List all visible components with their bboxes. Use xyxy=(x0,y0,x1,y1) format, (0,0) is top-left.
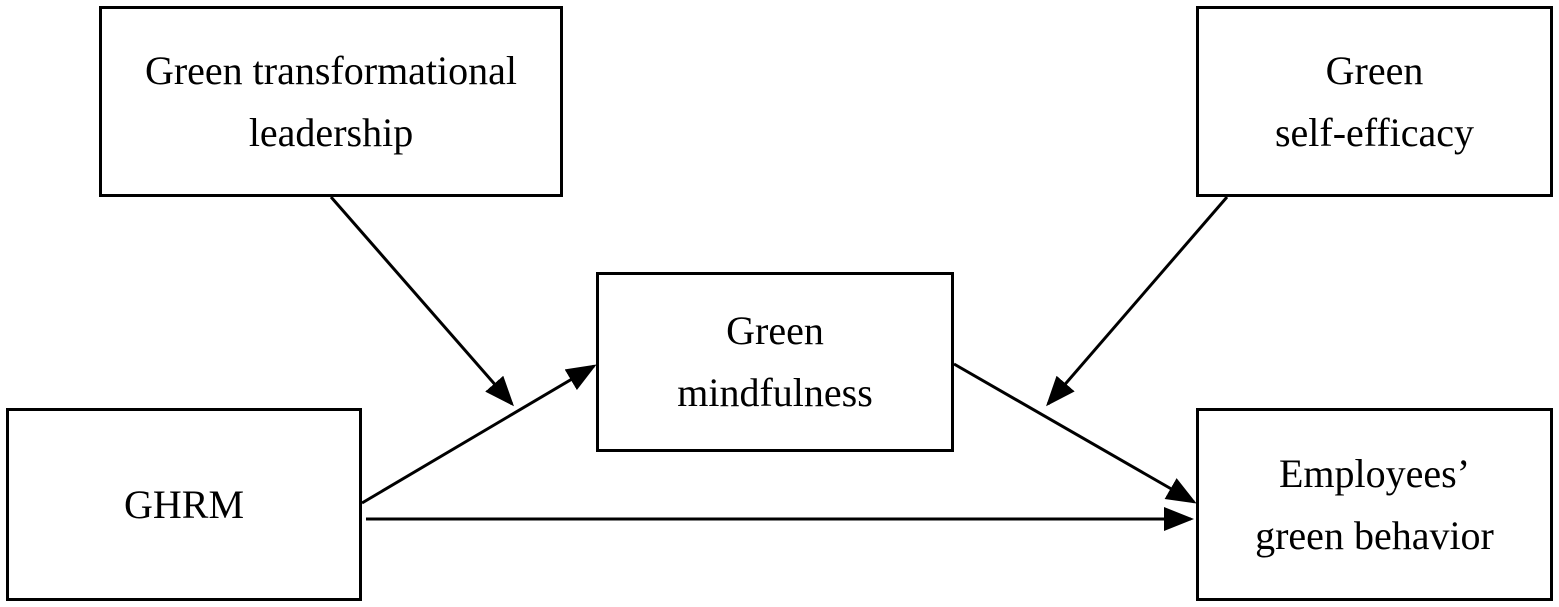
node-ghrm: GHRM xyxy=(6,408,362,601)
node-label-line: self-efficacy xyxy=(1274,109,1475,155)
arrow-green-transformational-leadership-moderation xyxy=(329,196,514,407)
node-label-line: mindfulness xyxy=(677,370,873,415)
node-label-line: GHRM xyxy=(123,481,245,527)
node-label-line: Green xyxy=(726,308,824,353)
arrow-green-mindfulness-to-employees-green-behavior xyxy=(953,362,1197,504)
node-label-line: Employees’ xyxy=(1278,450,1471,496)
node-label-line: green behavior xyxy=(1255,512,1494,558)
node-employees-green-behavior: Employees’ green behavior xyxy=(1196,408,1553,601)
node-label-line: leadership xyxy=(248,109,414,155)
arrow-ghrm-to-green-mindfulness xyxy=(361,364,597,505)
node-green-self-efficacy: Green self-efficacy xyxy=(1196,6,1553,197)
node-label-line: Green xyxy=(1325,47,1424,93)
node-green-transformational-leadership: Green transformational leadership xyxy=(99,6,563,197)
arrow-green-self-efficacy-moderation xyxy=(1046,196,1229,407)
node-green-mindfulness: Green mindfulness xyxy=(596,272,954,452)
node-label-line: Green transformational xyxy=(144,47,518,93)
